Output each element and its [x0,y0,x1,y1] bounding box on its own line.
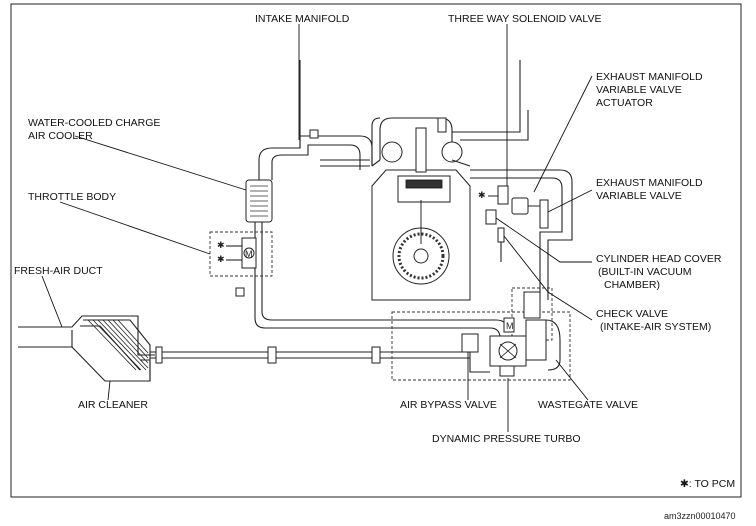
solenoid-asterisk: ✱ [478,190,486,200]
diagram-frame [10,3,742,498]
check-valve [497,227,505,262]
wastegate-motor-symbol: M [506,321,514,331]
image-code: am3zzn00010470 [664,511,736,521]
charge-air-cooler [245,179,273,223]
air-cleaner [71,319,151,382]
intake-pipe [150,346,470,364]
note-to-pcm: ✱: TO PCM [680,478,735,490]
throttle-body: M ✱ ✱ [209,231,273,297]
label-intake-manifold: INTAKE MANIFOLD [255,13,350,25]
label-cyl-head-1: CYLINDER HEAD COVER [596,253,722,265]
label-fresh-air-duct: FRESH-AIR DUCT [14,265,103,277]
exhaust-manifold-variable-valve [539,199,549,229]
label-exh-actuator-2: VARIABLE VALVE [596,84,682,96]
label-check-valve-2: (INTAKE-AIR SYSTEM) [600,321,711,333]
exhaust-manifold-variable-valve-actuator [511,197,540,215]
label-exh-valve-2: VARIABLE VALVE [596,190,682,202]
label-check-valve-1: CHECK VALVE [596,308,668,320]
air-bypass-valve [461,333,490,373]
cylinder-head-cover-vacuum-chamber [485,209,497,225]
wastegate-valve: M [503,291,541,333]
fresh-air-duct [18,315,155,356]
intake-manifold [258,60,373,180]
throttle-motor-symbol: M [245,249,253,259]
exhaust-manifold [470,169,573,300]
label-cyl-head-2: (BUILT-IN VACUUM [598,266,692,278]
engine-block [371,117,471,301]
throttle-asterisk-1: ✱ [217,240,225,250]
label-air-cleaner: AIR CLEANER [78,399,148,411]
label-air-bypass-valve: AIR BYPASS VALVE [400,399,497,411]
throttle-asterisk-2: ✱ [217,254,225,264]
three-way-solenoid-valve: ✱ [478,185,509,205]
label-exh-actuator-3: ACTUATOR [596,97,653,109]
label-dynamic-pressure-turbo: DYNAMIC PRESSURE TURBO [432,433,581,445]
label-exh-actuator-1: EXHAUST MANIFOLD [596,71,703,83]
label-exh-valve-1: EXHAUST MANIFOLD [596,177,703,189]
vacuum-line [320,60,529,167]
label-throttle-body: THROTTLE BODY [28,191,116,203]
label-water-cooled-cac-1: WATER-COOLED CHARGE [28,117,160,129]
dynamic-pressure-turbo [391,287,571,381]
label-three-way-solenoid-valve: THREE WAY SOLENOID VALVE [448,13,601,25]
label-cyl-head-3: CHAMBER) [604,279,660,291]
label-water-cooled-cac-2: AIR COOLER [28,130,93,142]
leader-lines [41,24,593,432]
label-wastegate-valve: WASTEGATE VALVE [538,399,638,411]
